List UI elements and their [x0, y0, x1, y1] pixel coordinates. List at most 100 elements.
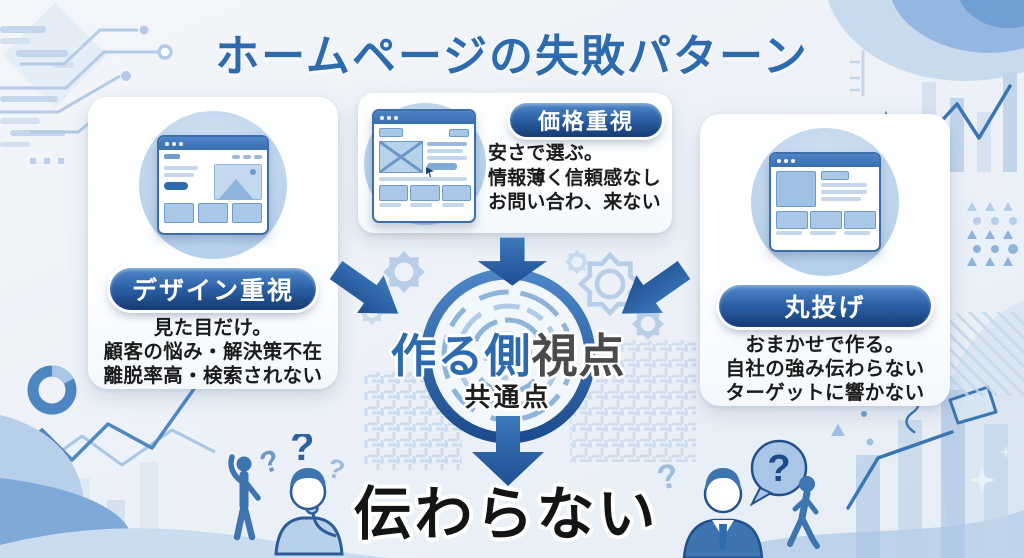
question-mark-icon: ? [656, 456, 682, 497]
mock-text-line [427, 149, 463, 153]
card-outsource-description: おまかせで作る。 自社の強み伝わらない ターゲットに響かない [725, 334, 924, 406]
mock-card [232, 203, 262, 223]
mock-feature [410, 185, 440, 207]
question-mark-icon: ? [325, 453, 346, 486]
question-mark-icon: ? [767, 448, 790, 490]
mock-image-placeholder [776, 171, 816, 207]
mock-logo [379, 128, 403, 137]
mock-text-line [821, 190, 867, 194]
mock-text-line [810, 231, 836, 235]
center-subline: 共通点 [464, 382, 552, 412]
description-line: 安さで選ぶ。 [488, 143, 604, 164]
description-line: お問い合わ、来ない [488, 192, 661, 214]
description-line: 離脱率高・検索されない [103, 364, 323, 387]
mountain-icon [219, 179, 253, 199]
mock-feature-row [771, 209, 879, 237]
mock-text-line [164, 166, 198, 170]
window-dot [777, 158, 781, 163]
mock-card [441, 185, 471, 201]
pill-label: デザイン重視 [131, 277, 294, 305]
mock-text-line [844, 231, 870, 235]
page-title: ホームページの失敗パターン [215, 32, 809, 81]
mock-text-line [821, 183, 867, 187]
conclusion-text: 伝わらない [353, 482, 659, 547]
mock-feature-row [374, 183, 474, 209]
mock-feature [776, 211, 808, 235]
question-mark-icon: ? [256, 444, 284, 481]
headline-viewpoint: 視点 [531, 330, 626, 382]
mock-text-line [164, 173, 194, 177]
mock-menu-item [254, 154, 262, 159]
mock-card [379, 185, 409, 201]
mock-text-line [427, 156, 467, 160]
mock-feature [379, 185, 409, 207]
mock-logo [164, 154, 180, 159]
card-price-focus: 価格重視 安さで選ぶ。 情報薄く信頼感なし お問い合わ、来ない [358, 93, 672, 233]
card-design-description: 見た目だけ。 顧客の悩み・解決策不在 離脱率高・検索されない [104, 317, 323, 389]
description-line: 見た目だけ。 [153, 317, 273, 339]
description-line: おまかせで作る。 [745, 334, 905, 356]
headline-maker-side: 作る側 [390, 330, 532, 382]
mock-text-line [427, 142, 467, 146]
label-pill-design: デザイン重視 [110, 268, 316, 310]
pill-label: 価格重視 [537, 109, 634, 134]
mock-feature [844, 211, 876, 235]
mock-button [449, 128, 469, 137]
card-price-description: 安さで選ぶ。 情報薄く信頼感なし お問い合わ、来ない [488, 142, 661, 216]
triangle-dot-grid-decoration [967, 202, 1018, 266]
mock-highlight-button [427, 163, 457, 170]
window-dot [172, 141, 176, 146]
mock-image-x-placeholder [379, 141, 423, 173]
mock-hero [374, 139, 474, 175]
browser-titlebar [771, 154, 879, 167]
mock-hero [771, 167, 879, 209]
description-line: 自社の強み伝わらない [725, 357, 925, 380]
bottom-left-chart-decoration [0, 365, 216, 558]
window-dot [791, 158, 795, 163]
browser-mockup-design [157, 135, 269, 235]
mock-feature [441, 185, 471, 207]
window-dot [387, 115, 391, 120]
browser-mockup-outsource [769, 152, 881, 252]
question-mark-icon: ? [290, 434, 314, 469]
mock-feature [810, 211, 842, 235]
mock-image-placeholder [214, 164, 262, 200]
description-line: 顧客の悩み・解決策不在 [103, 340, 323, 363]
sparkle-icon [968, 466, 996, 494]
sparkle-icon [998, 444, 1014, 460]
bottom-right-chart-decoration [831, 385, 1014, 558]
browser-circle-backdrop [751, 128, 899, 276]
browser-circle-backdrop [139, 111, 287, 259]
mock-heading [821, 171, 849, 180]
label-pill-outsource: 丸投げ [719, 285, 931, 327]
mock-cta-button [164, 182, 188, 190]
window-dot [784, 158, 788, 163]
window-dot [394, 115, 398, 120]
mock-menu-item [243, 154, 251, 159]
confused-people-left: ? ? ? [228, 434, 346, 556]
sun-icon [250, 169, 256, 175]
card-outsource: 丸投げ おまかせで作る。 自社の強み伝わらない ターゲットに響かない [700, 114, 950, 406]
confused-people-right: ? ? [656, 439, 820, 558]
browser-titlebar [159, 137, 267, 150]
pill-label: 丸投げ [784, 294, 866, 322]
mock-text-line [410, 203, 433, 207]
mock-card [844, 211, 876, 229]
mock-navbar [159, 150, 267, 163]
mock-hero [159, 163, 267, 203]
browser-titlebar [374, 111, 474, 124]
mock-menu-item [232, 154, 240, 159]
mock-text-line [776, 231, 802, 235]
mock-text-line [379, 203, 401, 207]
mock-divider [379, 177, 467, 181]
card-design-focus: デザイン重視 見た目だけ。 顧客の悩み・解決策不在 離脱率高・検索されない [88, 97, 338, 389]
mock-navbar [374, 124, 474, 139]
window-dot [165, 141, 169, 146]
description-line: 情報薄く信頼感なし [488, 167, 661, 189]
businessman-icon [682, 468, 764, 558]
mock-card [810, 211, 842, 229]
browser-area [358, 93, 486, 233]
window-dot [380, 115, 384, 120]
mock-text-line [441, 203, 464, 207]
window-dot [179, 141, 183, 146]
